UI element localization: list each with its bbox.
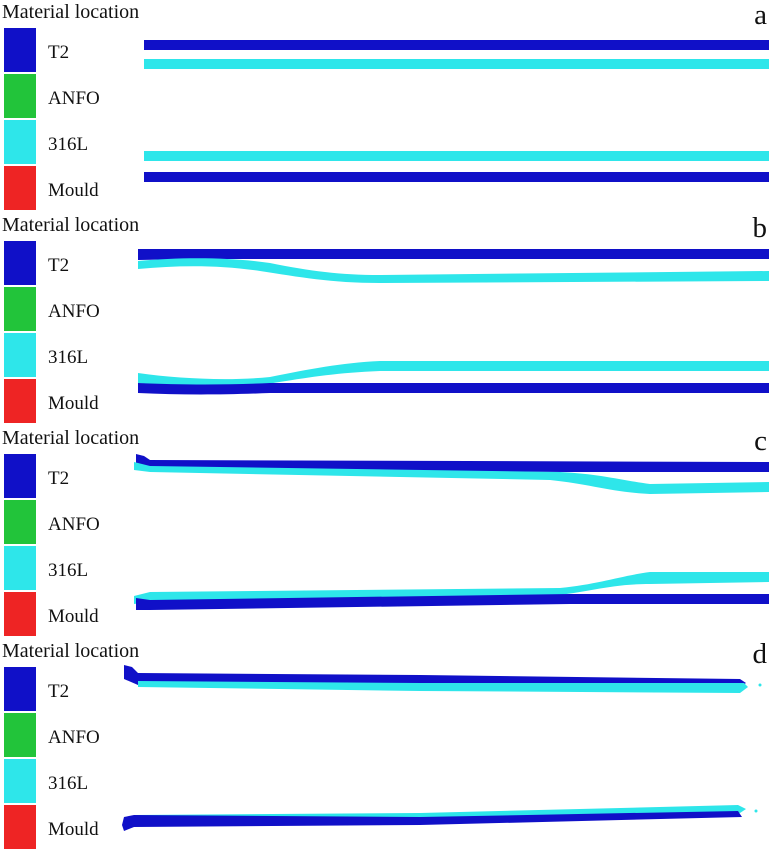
t2-plate-top — [124, 665, 746, 687]
panel-d: Material location T2 ANFO 316L Mould d — [0, 638, 775, 851]
t2-plate-bottom — [122, 811, 742, 831]
t2-plate-top — [138, 249, 769, 260]
panel-c: Material location T2 ANFO 316L Mould c — [0, 425, 775, 638]
t2-swatch — [4, 454, 36, 498]
fragment-top — [758, 683, 762, 687]
panel-letter: c — [754, 425, 767, 457]
legend-title: Material location — [2, 214, 140, 236]
316l-swatch — [4, 546, 36, 590]
t2-label: T2 — [48, 468, 70, 489]
mould-swatch — [4, 805, 36, 849]
anfo-swatch — [4, 287, 36, 331]
t2-swatch — [4, 241, 36, 285]
mould-swatch — [4, 379, 36, 423]
simulation-plot — [122, 665, 762, 831]
t2-label: T2 — [48, 681, 70, 702]
mould-swatch — [4, 166, 36, 210]
legend-title: Material location — [2, 1, 140, 23]
316l-plate-top — [134, 462, 769, 494]
316l-label: 316L — [48, 134, 89, 155]
t2-plate-bottom — [144, 172, 769, 182]
316l-plate-bottom — [134, 572, 769, 604]
fragment-bottom — [754, 809, 758, 813]
mould-label: Mould — [48, 180, 99, 201]
simulation-plot — [134, 454, 769, 610]
simulation-plot — [144, 40, 769, 182]
anfo-swatch — [4, 500, 36, 544]
mould-swatch — [4, 592, 36, 636]
t2-label: T2 — [48, 255, 70, 276]
panel-a: Material location T2 ANFO 316L Mould a — [0, 0, 775, 212]
316l-label: 316L — [48, 560, 89, 581]
mould-label: Mould — [48, 393, 99, 414]
316l-swatch — [4, 759, 36, 803]
anfo-label: ANFO — [48, 514, 100, 535]
316l-plate-bottom — [144, 151, 769, 161]
316l-plate-bottom — [138, 361, 769, 387]
legend-title: Material location — [2, 427, 140, 449]
t2-swatch — [4, 667, 36, 711]
316l-label: 316L — [48, 773, 89, 794]
316l-plate-top — [144, 59, 769, 69]
panel-b: Material location T2 ANFO 316L Mould b — [0, 212, 775, 425]
316l-swatch — [4, 333, 36, 377]
t2-label: T2 — [48, 42, 70, 63]
mould-label: Mould — [48, 819, 99, 840]
anfo-label: ANFO — [48, 88, 100, 109]
316l-swatch — [4, 120, 36, 164]
316l-plate-top — [138, 681, 748, 693]
t2-plate-bottom — [138, 383, 769, 395]
legend-title: Material location — [2, 640, 140, 662]
t2-plate-top — [136, 454, 769, 472]
panel-letter: b — [752, 212, 768, 244]
t2-swatch — [4, 28, 36, 72]
anfo-swatch — [4, 74, 36, 118]
mould-label: Mould — [48, 606, 99, 627]
anfo-label: ANFO — [48, 727, 100, 748]
t2-plate-bottom — [136, 594, 769, 610]
panel-letter: d — [752, 638, 768, 670]
316l-label: 316L — [48, 347, 89, 368]
simulation-plot — [138, 249, 769, 395]
anfo-label: ANFO — [48, 301, 100, 322]
anfo-swatch — [4, 713, 36, 757]
t2-plate-top — [144, 40, 769, 50]
316l-plate-top — [138, 258, 769, 283]
panel-letter: a — [754, 0, 767, 31]
